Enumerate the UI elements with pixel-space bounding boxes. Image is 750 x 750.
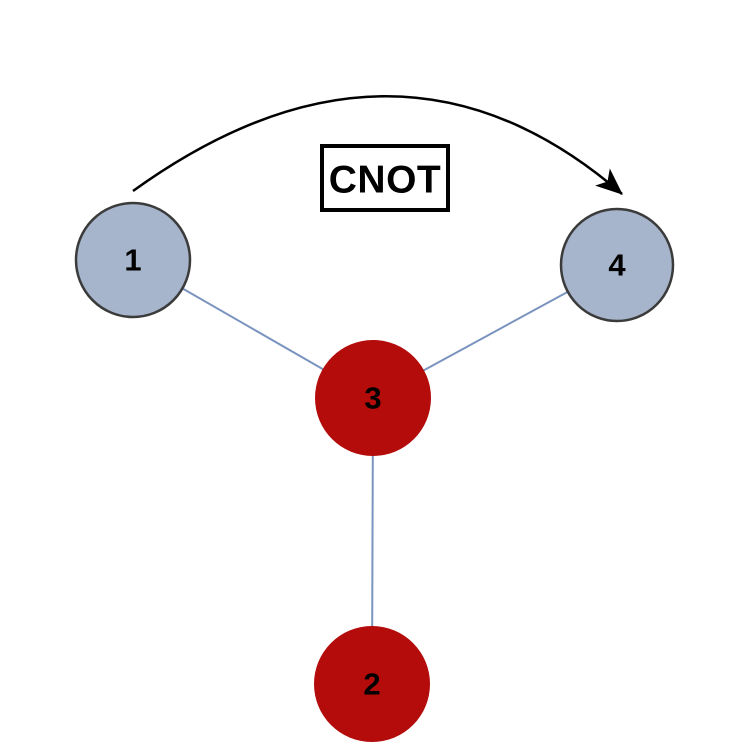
node-2: 2 [314,626,430,742]
node-3-circle [315,340,431,456]
node-4-circle [559,207,675,323]
edges-layer [132,259,618,685]
node-1-label: 1 [124,243,141,278]
node-2-circle [314,626,430,742]
node-4: 4 [559,207,675,323]
cnot-arrow [132,95,623,195]
node-2-label: 2 [363,667,380,702]
node-3: 3 [315,340,431,456]
cnot-box [320,144,450,212]
cnot-text: CNOT [329,159,442,202]
node-4-label: 4 [608,248,626,283]
nodes-layer: 1 2 3 4 [74,201,675,742]
node-3-label: 3 [364,381,381,416]
node-1: 1 [74,201,192,319]
cnot-gate-label: CNOT [320,144,450,212]
node-1-circle [74,201,192,319]
